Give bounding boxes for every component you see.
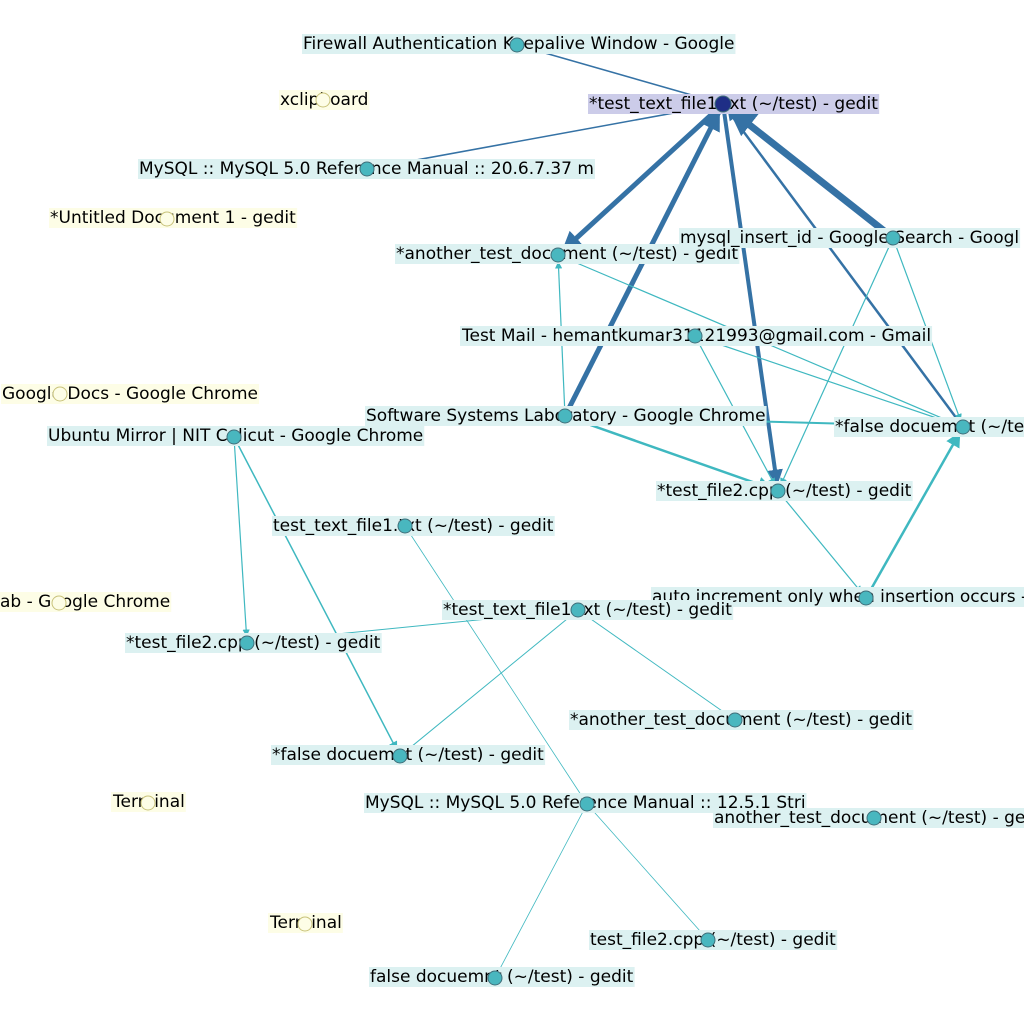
node-label-background bbox=[442, 600, 734, 620]
node-label-background bbox=[395, 244, 740, 264]
edge-n6-n0 bbox=[727, 106, 896, 241]
node-circle-n12[interactable] bbox=[770, 483, 786, 499]
node-label-background bbox=[588, 94, 880, 114]
edge-n21-n24 bbox=[586, 803, 704, 936]
edge-n16-n18 bbox=[577, 609, 730, 717]
node-circle-n6[interactable] bbox=[885, 230, 901, 246]
edge-n9-n0 bbox=[562, 110, 722, 418]
node-circle-n13[interactable] bbox=[397, 518, 413, 534]
node-label-background bbox=[679, 228, 1021, 248]
edge-n10-n0 bbox=[727, 110, 965, 428]
nodes-layer bbox=[51, 37, 971, 986]
node-label: *false docuemnt (~/test) - gedit bbox=[272, 745, 544, 765]
node-circle-n8[interactable] bbox=[52, 386, 68, 402]
node-label-background bbox=[271, 745, 546, 765]
node-circle-n9[interactable] bbox=[557, 408, 573, 424]
node-label-group: auto increment only when insertion occur… bbox=[651, 587, 1024, 607]
node-label-background bbox=[0, 592, 172, 612]
node-circle-n17[interactable] bbox=[239, 635, 255, 651]
node-circle-n16[interactable] bbox=[570, 602, 586, 618]
node-label-group: *test_text_file1.txt (~/test) - gedit bbox=[442, 600, 734, 620]
node-label-group: *another_test_document (~/test) - gedit bbox=[395, 244, 740, 264]
edge-n21-n25 bbox=[497, 803, 588, 973]
node-circle-n22[interactable] bbox=[866, 810, 882, 826]
edge-n7-n10 bbox=[694, 335, 958, 427]
node-circle-n15[interactable] bbox=[51, 595, 67, 611]
node-circle-n20[interactable] bbox=[140, 795, 156, 811]
node-label: test_text_file1.txt (~/test) - gedit bbox=[273, 516, 554, 536]
edge-n14-n10 bbox=[864, 431, 961, 599]
edges-layer bbox=[233, 44, 965, 973]
edge-n13-n21 bbox=[404, 525, 584, 799]
node-label-background bbox=[834, 417, 1024, 437]
node-circle-n24[interactable] bbox=[700, 932, 716, 948]
node-circle-n2[interactable] bbox=[315, 92, 331, 108]
node-label-background bbox=[651, 587, 1024, 607]
node-circle-n14[interactable] bbox=[858, 590, 874, 606]
node-circle-n23[interactable] bbox=[297, 916, 313, 932]
node-label-group: *test_text_file1.txt (~/test) - gedit bbox=[588, 94, 880, 114]
node-label-background bbox=[272, 516, 555, 536]
node-label-group: *false docuemnt (~/test) - gedit bbox=[271, 745, 546, 765]
edge-n0-n12 bbox=[721, 103, 783, 486]
node-circle-n0[interactable] bbox=[714, 95, 732, 113]
node-circle-n19[interactable] bbox=[392, 748, 408, 764]
edge-n16-n19 bbox=[404, 609, 579, 752]
node-label-group: mysql_insert_id - Google Search - Googl bbox=[679, 228, 1021, 248]
node-circle-n4[interactable] bbox=[159, 211, 175, 227]
labels-layer: *test_text_file1.txt (~/test) - geditFir… bbox=[0, 34, 1024, 987]
node-circle-n5[interactable] bbox=[550, 247, 566, 263]
node-circle-n7[interactable] bbox=[687, 328, 703, 344]
edge-n3-n0 bbox=[366, 103, 715, 170]
node-label-group: *false docuemnt (~/tes bbox=[834, 417, 1024, 437]
node-circle-n11[interactable] bbox=[226, 429, 242, 445]
edge-n6-n12 bbox=[780, 237, 894, 486]
node-label-group: ab - Google Chrome bbox=[0, 592, 172, 612]
node-label: ab - Google Chrome bbox=[0, 592, 170, 612]
node-label: auto increment only when insertion occur… bbox=[652, 587, 1024, 607]
edge-n1-n0 bbox=[516, 44, 715, 103]
node-label: *test_text_file1.txt (~/test) - gedit bbox=[589, 94, 878, 114]
node-label-group: Google Docs - Google Chrome bbox=[1, 384, 260, 404]
node-label: mysql_insert_id - Google Search - Googl bbox=[680, 228, 1019, 248]
node-circle-n10[interactable] bbox=[955, 419, 971, 435]
node-circle-n18[interactable] bbox=[727, 712, 743, 728]
node-label-group: test_text_file1.txt (~/test) - gedit bbox=[272, 516, 555, 536]
edge-n11-n17 bbox=[233, 436, 250, 637]
edge-n12-n14 bbox=[777, 490, 863, 594]
node-circle-n25[interactable] bbox=[487, 970, 503, 986]
node-label: *another_test_document (~/test) - gedit bbox=[396, 244, 738, 264]
node-circle-n21[interactable] bbox=[579, 796, 595, 812]
node-circle-n3[interactable] bbox=[359, 161, 375, 177]
node-circle-n1[interactable] bbox=[509, 37, 525, 53]
edge-n0-n5 bbox=[561, 102, 725, 253]
node-label: Google Docs - Google Chrome bbox=[2, 384, 258, 404]
node-label: *false docuemnt (~/tes bbox=[835, 417, 1024, 437]
node-label: *test_text_file1.txt (~/test) - gedit bbox=[443, 600, 732, 620]
edge-n9-n12 bbox=[564, 414, 773, 492]
edge-n11-n19 bbox=[233, 436, 398, 751]
